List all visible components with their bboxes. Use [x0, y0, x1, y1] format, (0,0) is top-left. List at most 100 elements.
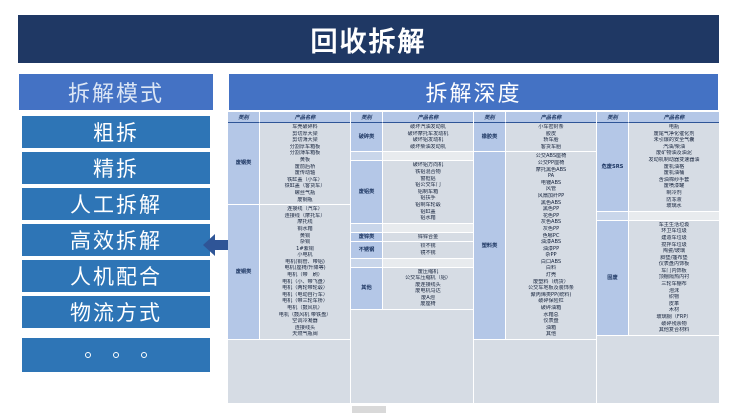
- product-name-item: 窗框铝: [420, 175, 436, 182]
- column-header-product: 产品名称: [629, 112, 719, 123]
- product-name-item: 废压缩机: [417, 268, 439, 275]
- product-name-item: 风扇加纤PP: [537, 192, 565, 199]
- category-group-row: [351, 258, 473, 268]
- product-name-item: 破碎保险杠: [538, 298, 564, 305]
- product-name-item: 铝公交车门: [415, 182, 441, 189]
- disassembly-depth-table: 类别 产品名称 废钢类车壳破碎料剪切厚大梁剪切薄大梁分割厚车箱板分割薄车箱板黄板…: [228, 112, 719, 404]
- product-name-item: 脚垫/篷布垫: [660, 254, 688, 261]
- category-label: 橡胶类: [474, 123, 506, 153]
- product-name-item: 汽油/柴油: [662, 143, 686, 150]
- product-name-item: 黄板: [299, 156, 311, 163]
- table-filler: [474, 340, 596, 404]
- product-name-item: 连接线（摩托车）: [284, 212, 326, 219]
- product-name-item: 三轮车棚布: [661, 281, 687, 288]
- mode-button-cuchai[interactable]: 粗拆: [22, 116, 210, 148]
- product-name-item: 废A泡: [421, 294, 435, 301]
- category-label: [351, 223, 383, 233]
- bottom-tab-marker: [352, 406, 386, 413]
- product-name-item: 花色PP: [542, 212, 560, 219]
- product-name-item: 其他复合材料: [658, 327, 690, 334]
- product-name-item: 公交车压缩机（铝）: [405, 275, 451, 282]
- product-name-item: 铁缸盖（客货车）: [284, 183, 326, 190]
- slide-title-bar: 回收拆解: [18, 15, 719, 63]
- product-name-item: 小车密封条: [538, 124, 564, 130]
- category-group-row: 其他废压缩机公交车压缩机（铝）废连接线头废电机马达废A泡废座椅: [351, 267, 473, 311]
- table-header-row: 类别 产品名称: [474, 112, 596, 123]
- product-name-item: 废前后桥: [294, 163, 316, 170]
- mode-button-jingchai[interactable]: 精拆: [22, 152, 210, 184]
- product-name-item: 摩托黑色ABS: [535, 166, 567, 173]
- category-group-row: 废锌类锌锌合金: [351, 232, 473, 243]
- product-name-item: PA: [547, 173, 555, 180]
- product-name-item: 螺丝气瓶: [294, 189, 316, 196]
- product-name-item: 公交ABS座椅: [535, 153, 567, 160]
- product-name-item: 织物: [668, 294, 680, 301]
- product-name-item: 制冷剂: [666, 189, 682, 196]
- product-name-item: 客货车胎: [540, 143, 562, 150]
- product-name-item: 油漆ABS: [540, 239, 562, 246]
- category-label: [351, 258, 383, 268]
- product-name-item: 废喷漆罐: [663, 183, 685, 190]
- product-name-item: 泡沫: [668, 287, 680, 294]
- product-name-item: 杂PP: [545, 252, 557, 259]
- product-name-item: 油箱: [545, 324, 557, 331]
- product-name-item: 车壳破碎料: [292, 124, 318, 130]
- product-name-item: 铁铝混合物: [415, 168, 441, 175]
- product-name-item: 电机（带三轮车桥）: [282, 298, 328, 305]
- category-label: [351, 152, 383, 162]
- product-name-item: 破碎残余物: [661, 320, 687, 327]
- category-group-row: [351, 152, 473, 162]
- product-name-list: [383, 258, 473, 268]
- table-column-group-3: 类别 产品名称 橡胶类小车密封条胶皮轿车胎客货车胎塑料类公交ABS座椅公交PP座…: [474, 112, 597, 404]
- mode-button-label: 人工拆解: [70, 193, 162, 217]
- mode-button-efficient-disassembly[interactable]: 高效拆解: [22, 224, 210, 256]
- product-name-item: 色哪PC: [542, 232, 560, 239]
- category-group-row: [597, 211, 719, 221]
- product-name-item: 公交PP座椅: [537, 159, 565, 166]
- category-label: 塑料类: [474, 152, 506, 340]
- product-name-item: 铝水箱: [420, 215, 436, 222]
- product-name-item: 铝缸盖: [420, 208, 436, 215]
- table-column-group-2: 类别 产品名称 破碎类破坏汽油发动机破坏摩托车发动机破坏铝发动机破坏柴油发动机废…: [351, 112, 474, 404]
- product-name-item: 白料: [545, 265, 557, 272]
- product-name-item: 废尾气净化催化剂: [653, 130, 695, 137]
- product-name-item: 电机（鼓风机）: [287, 305, 323, 312]
- more-dots-icon: [85, 352, 147, 358]
- mode-button-manual-disassembly[interactable]: 人工拆解: [22, 188, 210, 220]
- category-group-row: 破碎类破坏汽油发动机破坏摩托车发动机破坏铝发动机破坏柴油发动机: [351, 123, 473, 153]
- product-name-item: 水箱总: [543, 311, 559, 318]
- mode-button-human-machine[interactable]: 人机配合: [22, 260, 210, 292]
- product-name-item: 废传动轴: [294, 170, 316, 177]
- dot-icon: [85, 352, 91, 358]
- product-name-item: 废连接线头: [415, 281, 441, 288]
- product-name-item: 小电机: [297, 252, 313, 259]
- product-name-item: 破坏汽油发动机: [410, 124, 446, 130]
- product-name-item: 灯壳: [545, 272, 557, 279]
- product-name-item: 铝制车箱: [417, 188, 439, 195]
- product-name-item: 灰色PP: [542, 225, 560, 232]
- product-name-list: 破坏汽油发动机破坏摩托车发动机破坏铝发动机破坏柴油发动机: [383, 123, 473, 153]
- category-label: 废铝类: [351, 161, 383, 224]
- product-name-item: 破坏柴油发动机: [410, 143, 446, 150]
- product-name-list: 铰不锈镜不锈: [383, 242, 473, 259]
- product-name-item: 玻璃水: [666, 203, 682, 210]
- mode-button-more[interactable]: [22, 338, 210, 372]
- product-name-list: 废压缩机公交车压缩机（铝）废连接线头废电机马达废A泡废座椅: [383, 267, 473, 311]
- product-name-item: 镜不锈: [420, 249, 436, 256]
- category-label: 破碎类: [351, 123, 383, 153]
- mode-button-label: 高效拆解: [70, 229, 162, 253]
- dot-icon: [113, 352, 119, 358]
- column-header-product: 产品名称: [383, 112, 473, 123]
- product-name-item: 分割薄车箱板: [289, 150, 321, 157]
- product-name-item: 电机(铜管、带铝): [285, 258, 325, 265]
- table-column-group-1: 类别 产品名称 废钢类车壳破碎料剪切厚大梁剪切薄大梁分割厚车箱板分割薄车箱板黄板…: [228, 112, 351, 404]
- category-group-row: 废钢类车壳破碎料剪切厚大梁剪切薄大梁分割厚车箱板分割薄车箱板黄板废前后桥废传动轴…: [228, 123, 350, 206]
- table-header-row: 类别 产品名称: [597, 112, 719, 123]
- product-name-item: 剪切薄大梁: [292, 137, 318, 144]
- product-name-item: 公交车地板及装饰条: [528, 285, 574, 292]
- mode-button-logistics[interactable]: 物流方式: [22, 296, 210, 328]
- column-header-category: 类别: [228, 112, 260, 123]
